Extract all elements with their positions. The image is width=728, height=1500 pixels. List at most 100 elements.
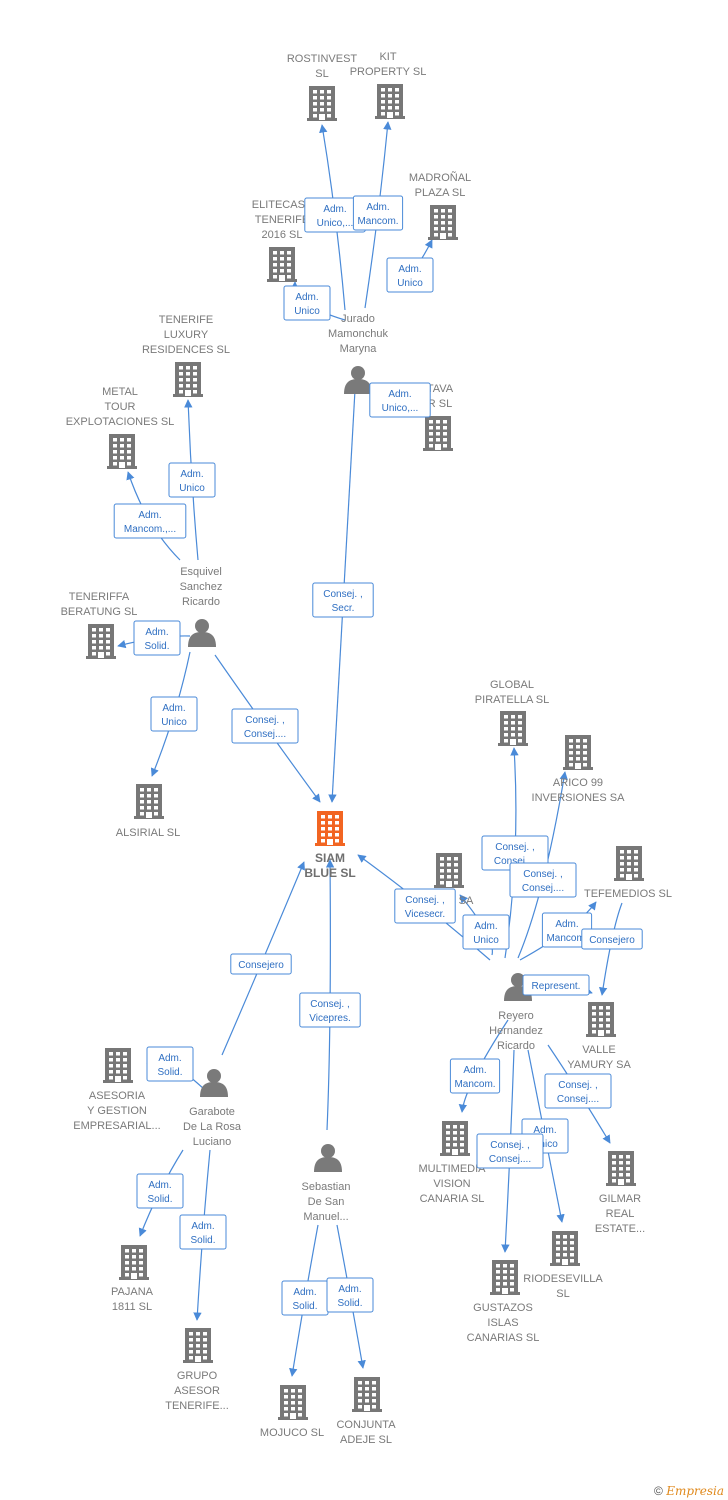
node-label: MOJUCO SL bbox=[260, 1427, 324, 1439]
edge-label[interactable]: Adm.Mancom.,... bbox=[113, 503, 187, 539]
edge-label[interactable]: Consej. ,Secr. bbox=[312, 582, 374, 618]
building-icon bbox=[278, 1385, 308, 1420]
edge-label-box[interactable] bbox=[150, 696, 198, 732]
edge-label[interactable]: Adm.Unico bbox=[462, 914, 510, 950]
edge-label-box[interactable] bbox=[449, 1058, 501, 1094]
node-gilmar[interactable]: GILMARREALESTATE... bbox=[595, 1151, 645, 1235]
edge-label-text: Adm. bbox=[533, 1125, 556, 1136]
edge-label-text: Mancom.,... bbox=[124, 524, 176, 535]
edge-label[interactable]: Adm.Unico bbox=[150, 696, 198, 732]
edge-label-box[interactable] bbox=[230, 953, 292, 975]
edge-label-box[interactable] bbox=[146, 1046, 194, 1082]
edge-label-box[interactable] bbox=[231, 708, 299, 744]
node-label: CONJUNTA bbox=[336, 1419, 396, 1431]
edge-label-text: Consej. , bbox=[245, 715, 284, 726]
edge-label-box[interactable] bbox=[136, 1173, 184, 1209]
edge-label[interactable]: Adm.Solid. bbox=[326, 1277, 374, 1313]
edge-label[interactable]: Consej. ,Consej.... bbox=[509, 862, 577, 898]
node-alsirial[interactable]: ALSIRIAL SL bbox=[116, 784, 180, 839]
edge-label[interactable]: Consej. ,Vicepres. bbox=[299, 992, 361, 1028]
edge-label[interactable]: Adm.Solid. bbox=[146, 1046, 194, 1082]
edge-label-box[interactable] bbox=[394, 888, 456, 924]
node-sa_node[interactable]: SA bbox=[434, 853, 474, 907]
edge-label[interactable]: Adm.Unico bbox=[168, 462, 216, 498]
edge-label-box[interactable] bbox=[386, 257, 434, 293]
edge-label-box[interactable] bbox=[299, 992, 361, 1028]
edge-label[interactable]: Represent. bbox=[522, 974, 590, 996]
building-icon bbox=[86, 624, 116, 659]
node-mojuco[interactable]: MOJUCO SL bbox=[260, 1385, 324, 1439]
edge-label-box[interactable] bbox=[462, 914, 510, 950]
node-label: VALLE bbox=[582, 1044, 615, 1056]
edge-label-box[interactable] bbox=[581, 928, 643, 950]
edge-label-box[interactable] bbox=[133, 620, 181, 656]
node-label: ARICO 99 bbox=[553, 777, 603, 789]
edge-label[interactable]: Adm.Unico bbox=[386, 257, 434, 293]
edge-label-text: Consej.... bbox=[557, 1094, 599, 1105]
building-icon bbox=[440, 1121, 470, 1156]
edge-label-box[interactable] bbox=[476, 1133, 544, 1169]
node-label: ADEJE SL bbox=[340, 1434, 392, 1446]
edge-label[interactable]: Consejero bbox=[230, 953, 292, 975]
edge-label[interactable]: Adm.Solid. bbox=[133, 620, 181, 656]
edge-label-text: Vicesecr. bbox=[405, 909, 445, 920]
edge-label-box[interactable] bbox=[522, 974, 590, 996]
building-icon bbox=[173, 362, 203, 397]
edge-label[interactable]: Consejero bbox=[581, 928, 643, 950]
building-icon bbox=[434, 853, 464, 888]
edge-label-box[interactable] bbox=[352, 195, 404, 231]
edge-label-box[interactable] bbox=[283, 285, 331, 321]
edge-label-box[interactable] bbox=[544, 1073, 612, 1109]
edge-label[interactable]: Adm.Unico bbox=[283, 285, 331, 321]
brand-logo[interactable]: Empresia bbox=[666, 1484, 724, 1498]
node-label: 2016 SL bbox=[262, 229, 303, 241]
edge-label[interactable]: Adm.Mancom. bbox=[352, 195, 404, 231]
node-conjunta[interactable]: CONJUNTA ADEJE SL bbox=[336, 1377, 396, 1446]
edge-label[interactable]: Consej. ,Consej.... bbox=[544, 1073, 612, 1109]
edge-label-text: Consej.... bbox=[494, 856, 536, 867]
building-icon bbox=[423, 416, 453, 451]
node-grupo[interactable]: GRUPOASESORTENERIFE... bbox=[165, 1328, 229, 1412]
edge-label[interactable]: Consej. ,Vicesecr. bbox=[394, 888, 456, 924]
edge-label[interactable]: Adm.Solid. bbox=[281, 1280, 329, 1316]
edge-label-box[interactable] bbox=[113, 503, 187, 539]
person-icon bbox=[314, 1144, 342, 1172]
edge-label[interactable]: Consej. ,Consej.... bbox=[231, 708, 299, 744]
edge-label-box[interactable] bbox=[179, 1214, 227, 1250]
edge-label[interactable]: Adm.Mancom. bbox=[449, 1058, 501, 1094]
edge-label[interactable]: Consej. ,Consej.... bbox=[476, 1133, 544, 1169]
node-label: EXPLOTACIONES SL bbox=[66, 416, 175, 428]
node-label: ASESOR bbox=[174, 1385, 220, 1397]
edge-label-box[interactable] bbox=[326, 1277, 374, 1313]
edge-label[interactable]: Adm.Solid. bbox=[179, 1214, 227, 1250]
edge-label[interactable]: Adm.Solid. bbox=[136, 1173, 184, 1209]
edge-label-box[interactable] bbox=[509, 862, 577, 898]
node-label: REAL bbox=[606, 1208, 635, 1220]
edge-label[interactable]: Adm.Unico,... bbox=[369, 382, 431, 418]
node-tefemedios[interactable]: TEFEMEDIOS SL bbox=[584, 846, 672, 900]
edge-label-box[interactable] bbox=[369, 382, 431, 418]
edge-label-box[interactable] bbox=[168, 462, 216, 498]
edge-label-box[interactable] bbox=[312, 582, 374, 618]
